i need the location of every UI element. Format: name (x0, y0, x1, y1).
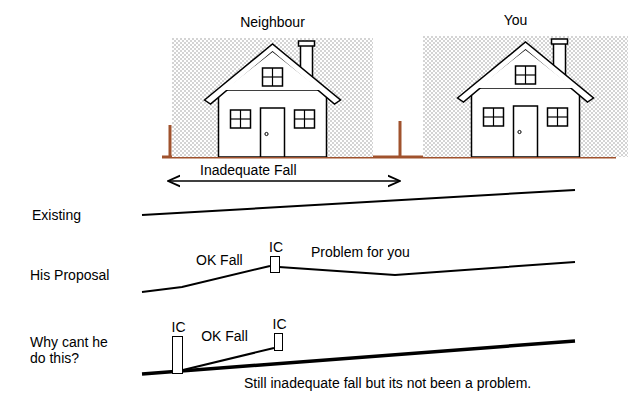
drain-line (142, 266, 270, 292)
chamber-label: IC (273, 316, 287, 332)
fence-post (169, 125, 172, 157)
house-drawing (172, 38, 373, 157)
house-label: Neighbour (240, 14, 305, 30)
fence-post (399, 121, 402, 157)
house: Neighbour (172, 38, 373, 157)
house-label: You (504, 12, 528, 28)
slope-note: OK Fall (196, 252, 243, 268)
chamber-label: IC (269, 239, 283, 255)
house-drawing (423, 36, 628, 157)
inspection-chamber: IC (274, 333, 283, 351)
drain-line (142, 341, 575, 374)
drain-line (142, 190, 575, 215)
inspection-chamber: IC (172, 336, 183, 374)
slope-note: OK Fall (201, 328, 248, 344)
drain-connector (183, 348, 274, 370)
drain-line (279, 262, 575, 275)
problem-note: Problem for you (311, 244, 410, 260)
inspection-chamber: IC (270, 256, 280, 273)
chamber-label: IC (172, 319, 186, 335)
row-label: His Proposal (30, 267, 109, 283)
span-arrow (168, 180, 400, 182)
house: You (423, 36, 628, 157)
note: Still inadequate fall but its not been a… (244, 375, 531, 391)
dimension-label: Inadequate Fall (200, 162, 297, 178)
row-label: Existing (32, 207, 81, 223)
row-label: Why cant he do this? (30, 334, 126, 366)
